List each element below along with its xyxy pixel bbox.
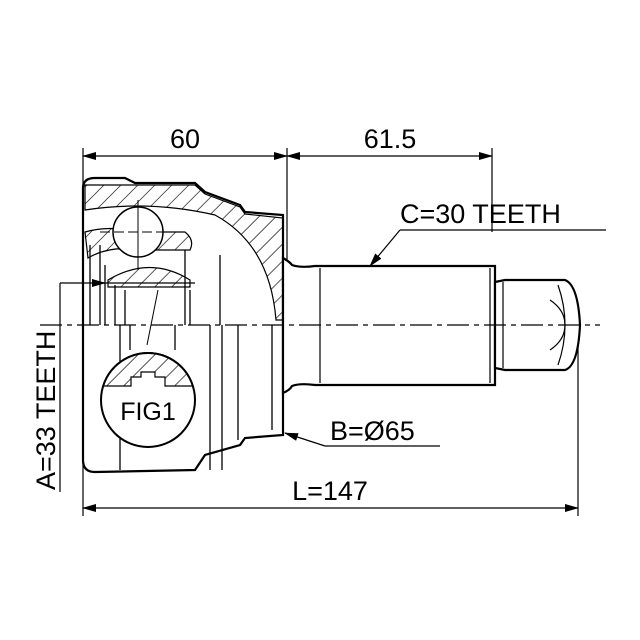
inner-spline-label: A=33 TEETH [31,331,61,490]
dim-housing-length: 60 [170,124,200,154]
outer-spline-callout: C=30 TEETH [369,199,606,267]
outer-diameter-label: B=Ø65 [330,416,415,446]
outer-diameter-callout: B=Ø65 [284,416,440,447]
outer-spline-label: C=30 TEETH [400,199,561,229]
detail-label: FIG1 [120,398,176,426]
dim-shaft-length: 61.5 [364,124,417,154]
total-length-label: L=147 [292,476,368,506]
fig1-detail: FIG1 [100,351,196,448]
